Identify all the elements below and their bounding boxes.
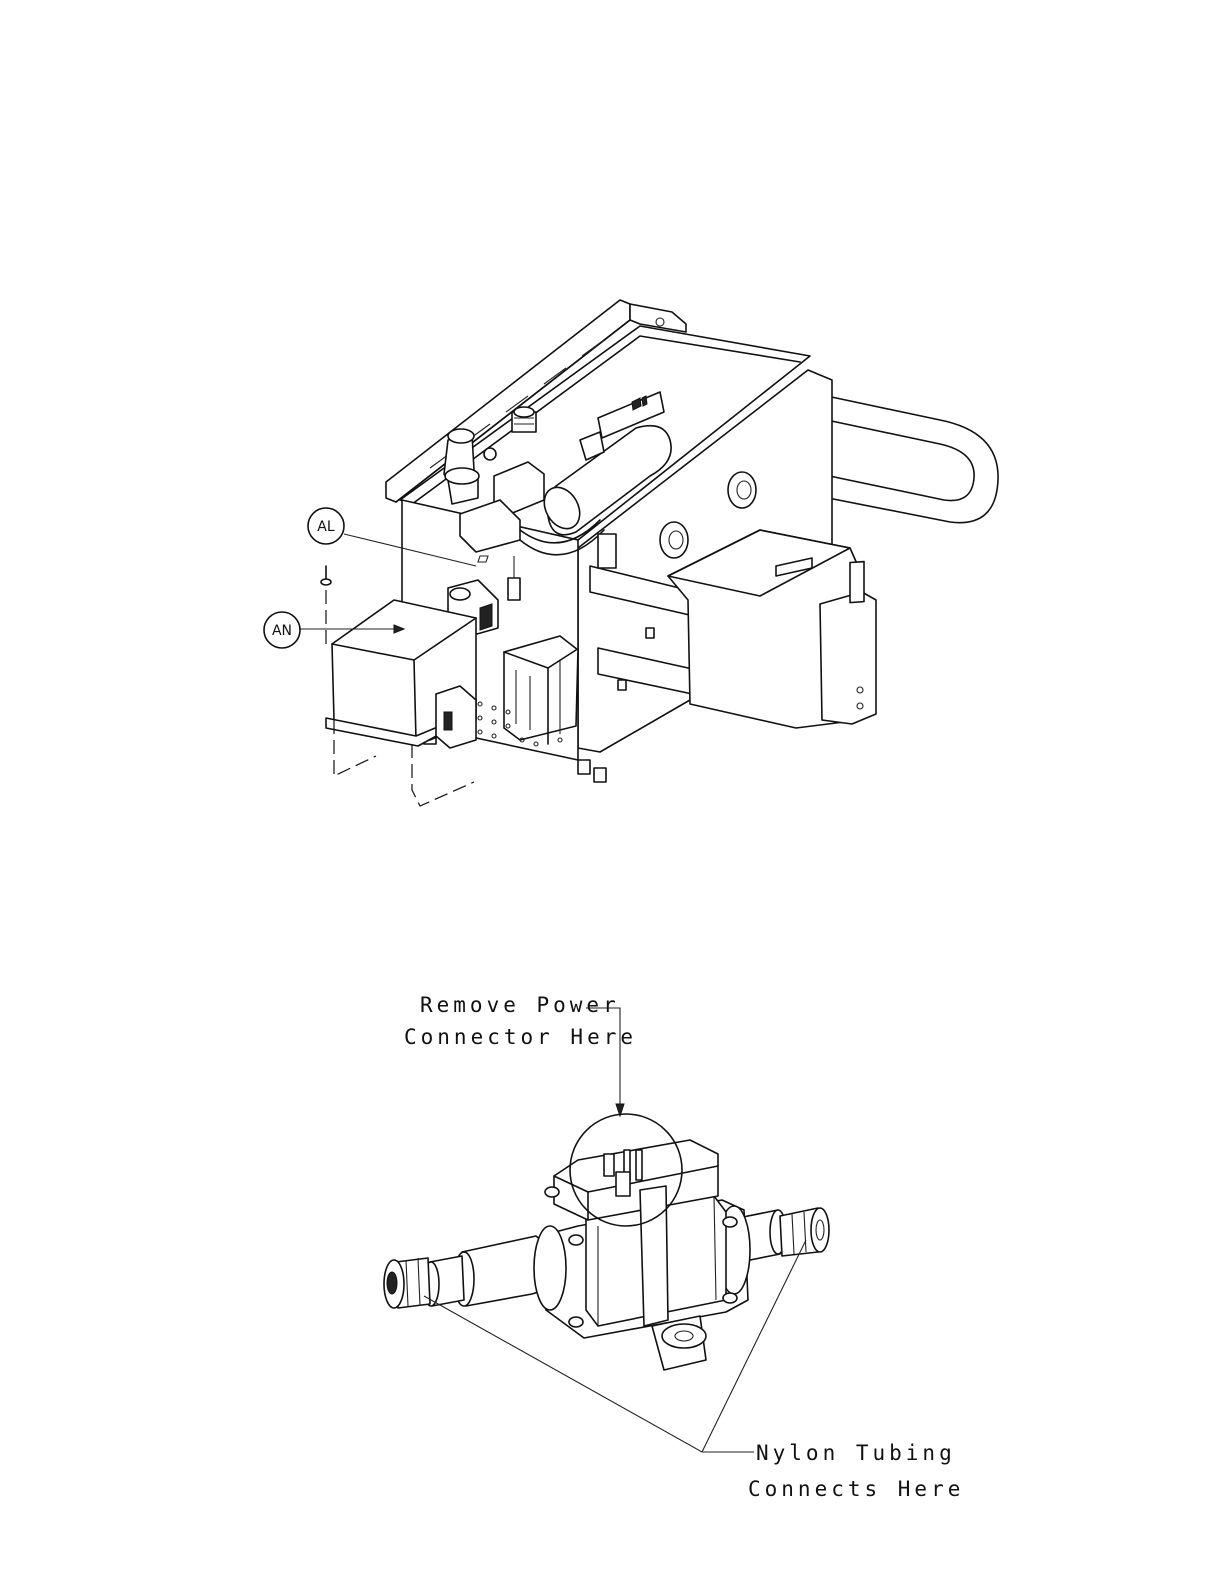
left-fitting [384, 1236, 550, 1308]
callout-bubble-al: AL [308, 508, 344, 544]
side-fitting-lower [660, 522, 688, 558]
callout-label-an: AN [272, 623, 292, 639]
callout-bubble-an: AN [264, 612, 300, 648]
tubing-note-line-1: Nylon Tubing [756, 1441, 956, 1465]
nylon-tubing-note: Nylon Tubing Connects Here [748, 1441, 964, 1501]
callout-label-al: AL [317, 519, 335, 535]
pump-body [534, 1140, 750, 1370]
rear-u-handle [808, 392, 998, 523]
right-fitting [738, 1208, 829, 1262]
screw-al [321, 566, 331, 585]
control-housing [668, 530, 876, 728]
power-note-line-1: Remove Power [420, 993, 620, 1017]
pump-detail [384, 1008, 829, 1452]
leader-power-connector [586, 1008, 620, 1114]
chassis-assembly [298, 300, 998, 806]
side-switch [598, 534, 616, 568]
exploded-enclosure-cover [326, 600, 476, 748]
side-fitting-upper [728, 472, 756, 508]
power-note-line-2: Connector Here [404, 1025, 637, 1049]
power-connector-note: Remove Power Connector Here [404, 993, 637, 1049]
tubing-note-line-2: Connects Here [748, 1477, 964, 1501]
